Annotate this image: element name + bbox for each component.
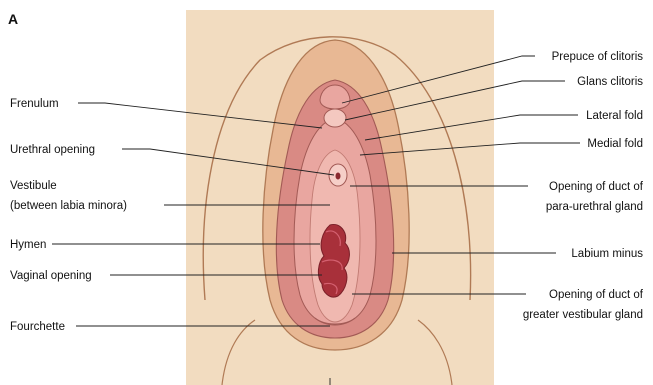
label-paraurethral-1: Opening of duct of <box>549 181 644 193</box>
glans-clitoris <box>324 109 346 127</box>
label-hymen: Hymen <box>10 239 46 251</box>
label-lateral-fold: Lateral fold <box>586 110 643 122</box>
label-glans: Glans clitoris <box>577 76 643 88</box>
label-medial-fold: Medial fold <box>587 138 643 150</box>
label-vestibule-1: Vestibule <box>10 180 57 192</box>
label-urethral-opening: Urethral opening <box>10 144 95 156</box>
label-vestibular-1: Opening of duct of <box>549 289 644 301</box>
label-labium-minus: Labium minus <box>571 248 643 260</box>
urethral-center <box>336 173 341 180</box>
label-paraurethral-2: para-urethral gland <box>546 201 643 213</box>
label-frenulum: Frenulum <box>10 98 59 110</box>
label-fourchette: Fourchette <box>10 321 65 333</box>
label-vaginal-opening: Vaginal opening <box>10 270 92 282</box>
label-prepuce: Prepuce of clitoris <box>552 51 644 63</box>
panel-label: A <box>8 11 18 27</box>
label-vestibule-2: (between labia minora) <box>10 200 127 212</box>
label-vestibular-2: greater vestibular gland <box>523 309 643 321</box>
